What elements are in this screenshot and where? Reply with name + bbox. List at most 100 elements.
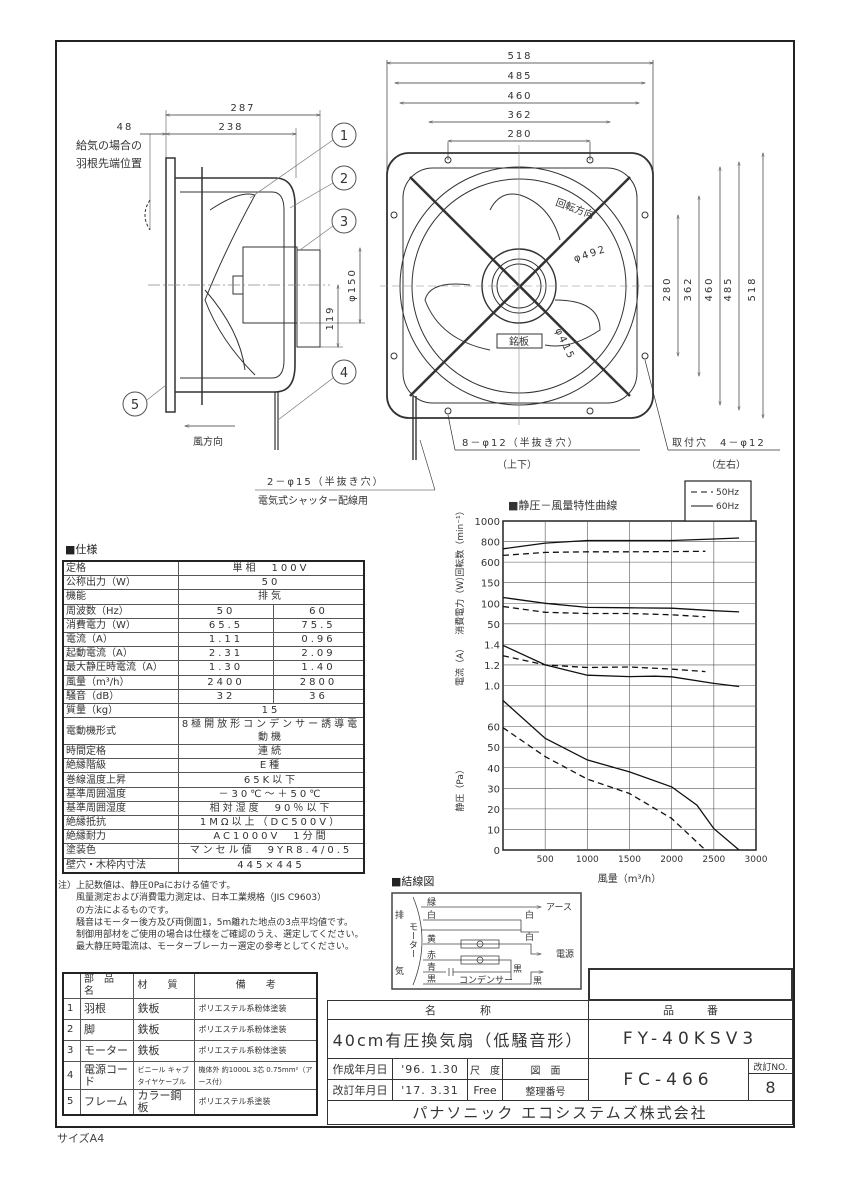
part-number-header: 品 番 xyxy=(588,1000,793,1020)
part-number: 4 xyxy=(62,1061,81,1090)
note-line: 制御用部材をご使用の場合は仕様をご確認のうえ、選定してください。 xyxy=(58,930,364,941)
wire-yellow: 黄 xyxy=(427,933,436,945)
wire-black: 黒 xyxy=(427,974,436,985)
rpm-y-label: 回転数（min⁻¹） xyxy=(454,506,466,576)
wind-direction-label: 風方向 xyxy=(193,435,223,448)
wire-white: 白 xyxy=(427,909,436,921)
spec-value: 50 xyxy=(178,575,365,591)
callout-1: 1 xyxy=(340,129,348,144)
legend-50hz-label: 50Hz xyxy=(716,488,739,498)
dim-width-362: 362 xyxy=(507,110,532,121)
pressure-y-tick: 50 xyxy=(487,743,500,754)
part-material: 鉄板 xyxy=(133,1019,196,1041)
rpm-series-50Hz xyxy=(502,550,706,557)
scale-label: 尺 度 xyxy=(467,1058,503,1080)
pressure-y-label: 静圧（Pa） xyxy=(454,765,466,812)
spec-value-50hz: 65.5 xyxy=(178,617,274,633)
part-material: ビニール キャブタイヤケーブル xyxy=(133,1061,196,1090)
spec-value-50hz: 2400 xyxy=(178,674,274,690)
x-tick-label: 1000 xyxy=(576,855,599,865)
mount-holes-position: （左右） xyxy=(706,458,746,471)
created-label: 作成年月日 xyxy=(327,1058,393,1080)
spec-row: 基準周囲湿度相対湿度 90％以下 xyxy=(62,800,365,817)
spec-label: 周波数（Hz） xyxy=(62,603,179,619)
rotation-label: 回転方向 xyxy=(554,196,596,222)
dim-width-518: 518 xyxy=(507,51,532,62)
spec-heading: ■仕様 xyxy=(65,543,98,556)
callout-3: 3 xyxy=(340,215,348,230)
callout-2: 2 xyxy=(340,172,348,187)
power-label: 電源 xyxy=(556,949,574,960)
spec-value: 65K以下 xyxy=(178,772,365,788)
spec-value-60hz: 36 xyxy=(273,688,365,704)
spec-row: 機能排気 xyxy=(62,589,365,605)
part-material: 鉄板 xyxy=(133,998,196,1020)
paper-size: サイズA4 xyxy=(57,1132,105,1145)
wiring-exhaust-bottom: 気 xyxy=(395,965,404,977)
dim-48: 48 xyxy=(117,122,134,133)
spec-label: 定格 xyxy=(62,560,179,577)
spec-label: 絶縁階級 xyxy=(62,758,179,774)
legend-60hz-label: 60Hz xyxy=(716,502,739,512)
current-y-label: 電流（A） xyxy=(454,644,466,686)
blade-note-2: 羽根先端位置 xyxy=(76,156,142,170)
spec-value-60hz: 2.09 xyxy=(273,646,365,662)
part-number: 1 xyxy=(62,998,81,1020)
spec-value: マンセル値 9YR8.4/0.5 xyxy=(178,843,365,859)
part-remark: ポリエステル系粉体塗装 xyxy=(194,1019,318,1041)
current-y-tick: 1.4 xyxy=(484,640,500,651)
wire-red: 赤 xyxy=(427,950,436,961)
part-name: モーター xyxy=(79,1040,135,1062)
part-remark: ポリエステル系粉体塗装 xyxy=(194,1040,318,1062)
parts-header-row: 部 品 名 材 質 備 考 xyxy=(62,972,318,999)
mount-holes-label: 取付穴 4－φ12 xyxy=(672,436,766,449)
fan-drawings: 1 2 3 4 5 287 238 48 φ150 119 給気の場合の 羽根先… xyxy=(76,51,780,507)
revision-number: 8 xyxy=(748,1073,793,1101)
current-y-tick: 1.2 xyxy=(484,661,500,672)
power-y-tick: 150 xyxy=(481,579,500,590)
pressure-y-tick: 30 xyxy=(487,784,500,795)
part-material: 鉄板 xyxy=(133,1040,196,1062)
spec-value-60hz: 0.96 xyxy=(273,631,365,648)
spec-value-50hz: 50 xyxy=(178,603,274,619)
dim-119: 119 xyxy=(325,305,336,330)
dim-287: 287 xyxy=(230,103,255,114)
part-name: 脚 xyxy=(79,1019,135,1041)
half-holes-label: 8－φ12（半抜き穴） xyxy=(462,436,580,449)
dim-phi492: φ492 xyxy=(573,244,608,265)
pressure-y-tick: 60 xyxy=(487,723,500,734)
earth-label: アース xyxy=(546,903,572,913)
spec-label: 基準周囲温度 xyxy=(62,786,179,802)
wiring-heading: ■結線図 xyxy=(391,875,435,888)
part-name: 電源コード xyxy=(79,1061,135,1090)
rpm-y-tick: 800 xyxy=(481,538,500,549)
pressure-y-tick: 20 xyxy=(487,805,500,816)
spec-row: 塗装色マンセル値 9YR8.4/0.5 xyxy=(62,843,365,859)
part-remark: 機体外 約1000L 3芯 0.75mm²（アース付） xyxy=(194,1061,318,1090)
spec-value: 8極開放形コンデンサー誘導電動機 xyxy=(178,717,365,746)
spec-value-60hz: 75.5 xyxy=(273,617,365,633)
pressure-y-tick: 0 xyxy=(494,846,500,857)
spec-label: 質量（kg） xyxy=(62,702,179,719)
x-tick-label: 2500 xyxy=(702,855,725,865)
spec-label: 絶縁耐力 xyxy=(62,829,179,845)
spec-label: 塗装色 xyxy=(62,843,179,859)
rpm-y-tick: 1000 xyxy=(475,517,500,528)
pressure-series-50Hz xyxy=(502,727,706,851)
blank-box xyxy=(588,968,793,1001)
part-remark: ポリエステル系粉体塗装 xyxy=(194,998,318,1020)
dim-height-460: 460 xyxy=(704,276,715,301)
revision-label: 改訂NO. xyxy=(748,1058,793,1074)
note-line: 注）上記数値は、静圧0Paにおける値です。 xyxy=(58,881,236,891)
half-holes-position: （上下） xyxy=(497,459,537,471)
wiring-exhaust-top: 排 xyxy=(395,909,404,921)
shutter-hole-label: 2－φ15（半抜き穴） xyxy=(267,475,385,488)
